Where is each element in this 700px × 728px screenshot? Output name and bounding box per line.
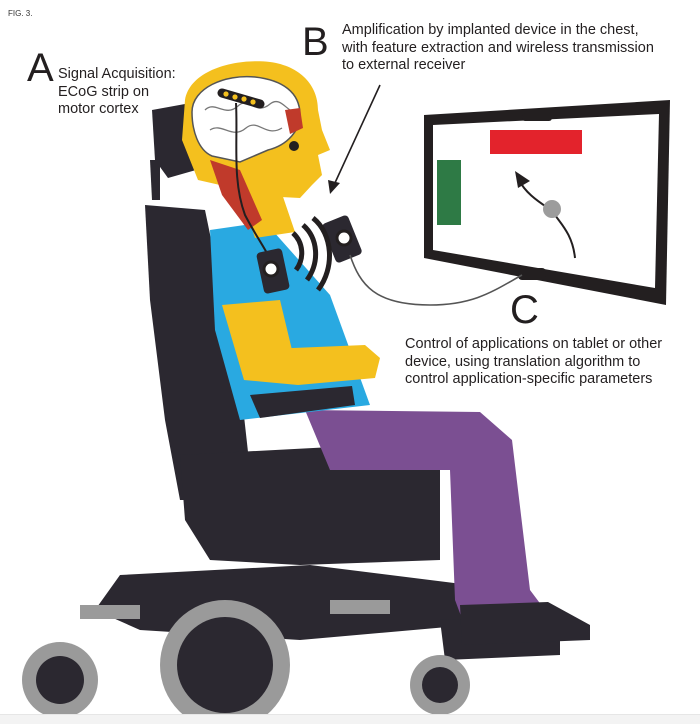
page-bottom-strip bbox=[0, 714, 700, 724]
caption-line: ECoG strip on bbox=[58, 83, 150, 100]
caption-line: Amplification by implanted device in the… bbox=[342, 22, 639, 38]
tablet bbox=[424, 100, 670, 305]
trajectory-arrowhead bbox=[515, 171, 530, 188]
wireless-wave bbox=[311, 216, 332, 292]
chest-implant-coil bbox=[262, 260, 280, 278]
wireless-wave bbox=[291, 231, 305, 272]
receiver-cable bbox=[349, 254, 523, 306]
wireless-wave bbox=[301, 223, 319, 282]
receiver-bottom bbox=[518, 268, 546, 280]
implant-system bbox=[235, 84, 523, 306]
receiver-top bbox=[522, 113, 552, 121]
caption-line: Control of applications on tablet or oth… bbox=[405, 336, 663, 352]
pointer-arrowhead-b bbox=[328, 180, 340, 194]
panel-a-letter: A bbox=[27, 46, 54, 90]
panel-b-caption: Amplification by implanted device in the… bbox=[342, 22, 654, 75]
caster-left bbox=[80, 605, 140, 619]
external-receiver-coil bbox=[335, 229, 353, 247]
ecog-electrode bbox=[232, 94, 238, 100]
person bbox=[182, 61, 590, 645]
caption-line: motor cortex bbox=[58, 101, 139, 118]
cursor-dot bbox=[543, 200, 561, 218]
figure-label: FIG. 3. bbox=[8, 9, 33, 18]
eye bbox=[289, 141, 299, 151]
chair-base bbox=[95, 565, 470, 640]
backrest bbox=[145, 205, 250, 500]
neck-muscle bbox=[210, 160, 262, 230]
tablet-screen bbox=[433, 114, 659, 288]
target-red bbox=[490, 130, 582, 154]
caption-line: with feature extraction and wireless tra… bbox=[342, 39, 654, 56]
caption-line: device, using translation algorithm to bbox=[405, 353, 641, 370]
panel-b-letter: B bbox=[302, 20, 329, 64]
rear-wheel-hub bbox=[36, 656, 84, 704]
belt bbox=[250, 386, 355, 418]
ecog-electrode bbox=[241, 96, 247, 102]
main-wheel-hub bbox=[177, 617, 273, 713]
shoe bbox=[460, 602, 590, 645]
headrest-post bbox=[150, 160, 160, 200]
caster-right bbox=[330, 600, 390, 614]
pants-leg bbox=[305, 410, 560, 640]
panel-c-letter: C bbox=[510, 288, 539, 332]
ear bbox=[285, 108, 303, 134]
caption-line: control application-specific parameters bbox=[405, 371, 653, 388]
panel-a-caption: Signal Acquisition: ECoG strip on motor … bbox=[58, 66, 176, 119]
seat bbox=[180, 445, 440, 565]
caption-line: Signal Acquisition: bbox=[58, 66, 176, 82]
forearm bbox=[244, 345, 380, 385]
wheelchair bbox=[22, 104, 560, 728]
ecog-electrode bbox=[223, 91, 229, 97]
pointer-arrow-b bbox=[333, 84, 381, 186]
panel-c-caption: Control of applications on tablet or oth… bbox=[405, 336, 662, 389]
ecog-electrode bbox=[250, 99, 256, 105]
target-green bbox=[437, 160, 461, 225]
caption-line: to external receiver bbox=[342, 57, 466, 74]
front-wheel-hub bbox=[422, 667, 458, 703]
